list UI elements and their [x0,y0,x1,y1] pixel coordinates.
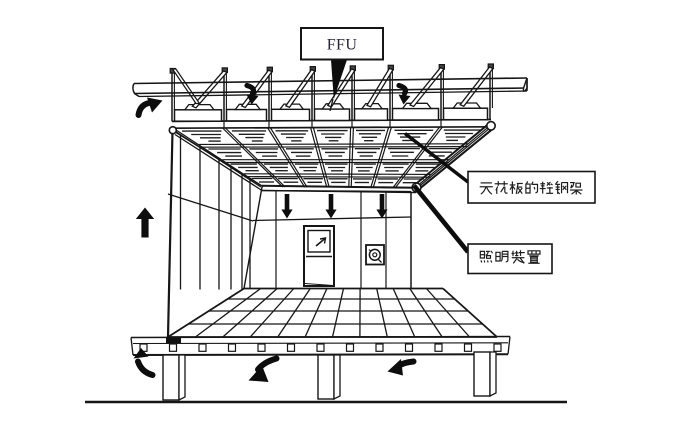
svg-text:FFU: FFU [327,37,358,54]
